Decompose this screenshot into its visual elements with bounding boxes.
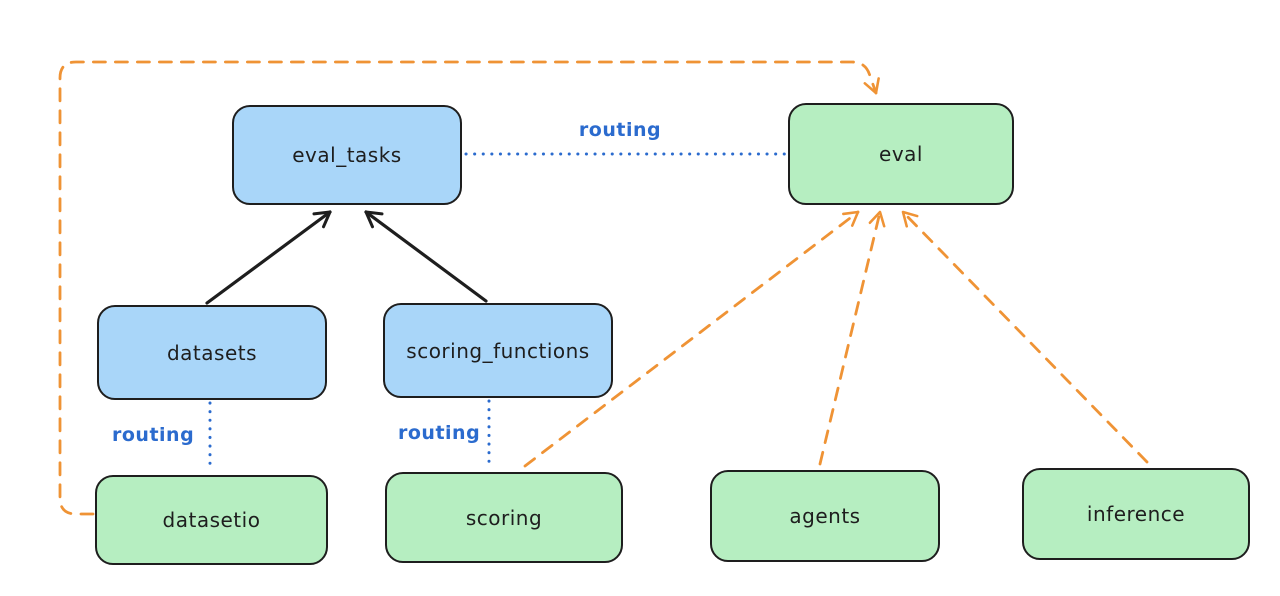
node-agents-label: agents	[789, 504, 861, 528]
edge-agents-to-eval	[818, 210, 886, 466]
edge-scoring-to-eval	[523, 210, 860, 468]
node-eval-label: eval	[879, 142, 923, 166]
edge-inference-to-eval	[901, 210, 1149, 464]
node-eval: eval	[788, 103, 1014, 205]
edge-scoring-functions-to-eval-tasks	[364, 210, 488, 303]
node-datasetio: datasetio	[95, 475, 328, 565]
node-inference-label: inference	[1086, 502, 1186, 526]
node-eval-tasks-label: eval_tasks	[292, 143, 402, 167]
node-scoring-functions: scoring_functions	[383, 303, 613, 398]
node-scoring: scoring	[385, 472, 623, 563]
edge-datasets-to-eval-tasks	[205, 210, 332, 305]
node-scoring-functions-label: scoring_functions	[406, 338, 590, 363]
node-inference: inference	[1022, 468, 1250, 560]
routing-label-eval-tasks-eval: routing	[578, 119, 662, 141]
node-eval-tasks: eval_tasks	[232, 105, 462, 205]
node-scoring-label: scoring	[465, 505, 543, 530]
node-agents: agents	[710, 470, 940, 562]
routing-label-scoring-functions-scoring: routing	[398, 422, 481, 444]
routing-label-datasets-datasetio: routing	[112, 424, 195, 446]
edge-datasetio-to-eval	[58, 60, 880, 516]
node-datasetio-label: datasetio	[162, 508, 261, 532]
node-datasets: datasets	[97, 305, 327, 400]
node-datasets-label: datasets	[166, 340, 258, 365]
